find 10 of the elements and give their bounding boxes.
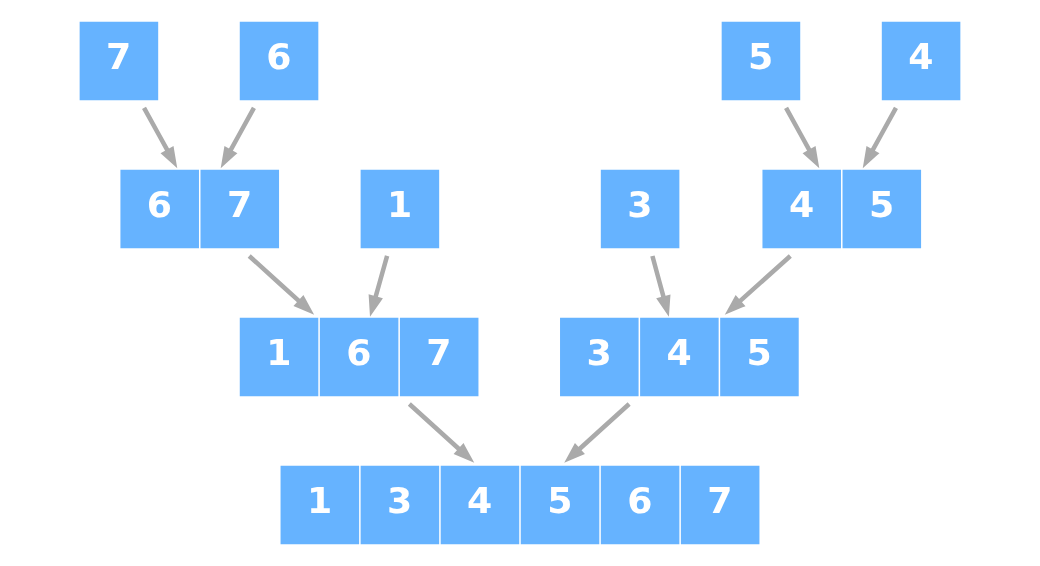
arrow [247, 254, 315, 315]
arrow [724, 254, 792, 315]
arrow [784, 106, 820, 169]
arrow [564, 402, 631, 463]
arrow [407, 402, 475, 463]
arrow [142, 106, 178, 169]
arrow [862, 106, 898, 169]
arrow [220, 106, 256, 169]
arrow [368, 255, 390, 317]
arrow [650, 255, 671, 317]
